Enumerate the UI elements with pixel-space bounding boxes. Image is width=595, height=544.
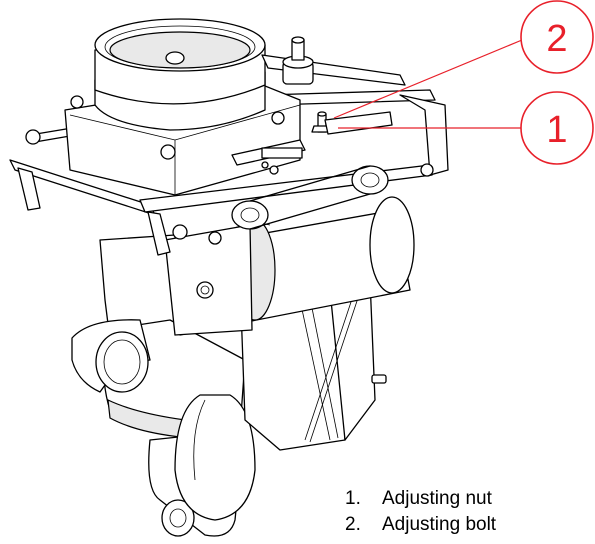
- pulleys: [231, 165, 389, 230]
- callout-2-number: 2: [546, 18, 567, 60]
- legend-item-label: Adjusting bolt: [382, 514, 497, 535]
- legend-item-label: Adjusting nut: [382, 488, 492, 509]
- legend-item: 2. Adjusting bolt: [345, 512, 496, 538]
- callout-2: 2: [333, 0, 594, 119]
- pivot-arm: [148, 394, 256, 537]
- inlet-cylinder: [94, 18, 266, 105]
- callout-1: 1: [338, 91, 594, 165]
- legend-item-number: 1.: [345, 488, 361, 509]
- parts-legend: 1. Adjusting nut 2. Adjusting bolt: [345, 486, 496, 538]
- roller-cylinder: [164, 196, 415, 336]
- legend-item: 1. Adjusting nut: [345, 486, 496, 512]
- callout-1-number: 1: [546, 109, 567, 151]
- adjusting-assembly: [231, 36, 406, 175]
- legend-item-number: 2.: [345, 514, 361, 535]
